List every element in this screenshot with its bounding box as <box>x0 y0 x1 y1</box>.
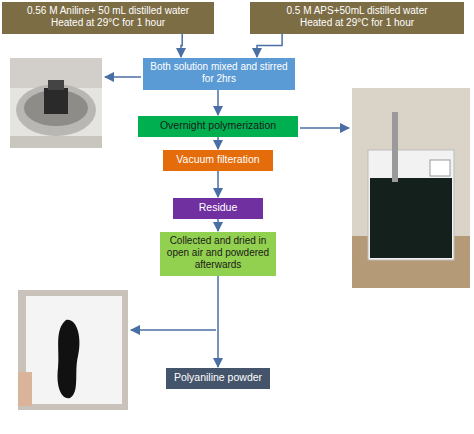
flow-arrow <box>217 219 219 231</box>
process-box: Both solution mixed and stirred for 2hrs <box>143 58 295 90</box>
photo-arrow <box>131 329 216 331</box>
photo-arrow <box>105 76 141 78</box>
step-text: Collected and dried in open air and powd… <box>165 235 271 271</box>
step-text: Overnight polymerization <box>143 119 293 132</box>
step-text: 0.56 M Aniline+ 50 mL distilled water <box>7 5 209 17</box>
residue-photo <box>18 290 128 410</box>
step-text: Heated at 29°C for 1 hour <box>255 17 459 29</box>
step-text: Both solution mixed and stirred for 2hrs <box>148 61 290 85</box>
photo-arrow <box>300 127 349 129</box>
flow-arrow <box>217 276 219 367</box>
result-box: Polyaniline powder <box>166 368 270 389</box>
process-box: Vacuum filteration <box>163 150 273 171</box>
beaker-photo <box>352 88 470 288</box>
flow-arrow <box>217 90 219 115</box>
reagent-box: 0.56 M Aniline+ 50 mL distilled waterHea… <box>2 2 214 34</box>
flow-arrow <box>217 137 219 149</box>
process-box: Overnight polymerization <box>138 116 298 137</box>
step-text: Residue <box>178 201 258 214</box>
step-text: Polyaniline powder <box>171 371 265 384</box>
reagent-box: 0.5 M APS+50mL distilled waterHeated at … <box>250 2 464 34</box>
process-box: Residue <box>173 198 263 219</box>
flow-arrow <box>257 34 282 57</box>
step-text: 0.5 M APS+50mL distilled water <box>255 5 459 17</box>
flow-arrow <box>217 171 219 197</box>
step-text: Heated at 29°C for 1 hour <box>7 17 209 29</box>
flow-arrow <box>181 34 182 57</box>
step-text: Vacuum filteration <box>168 153 268 166</box>
stirrer-photo <box>10 58 102 148</box>
process-box: Collected and dried in open air and powd… <box>160 232 276 276</box>
